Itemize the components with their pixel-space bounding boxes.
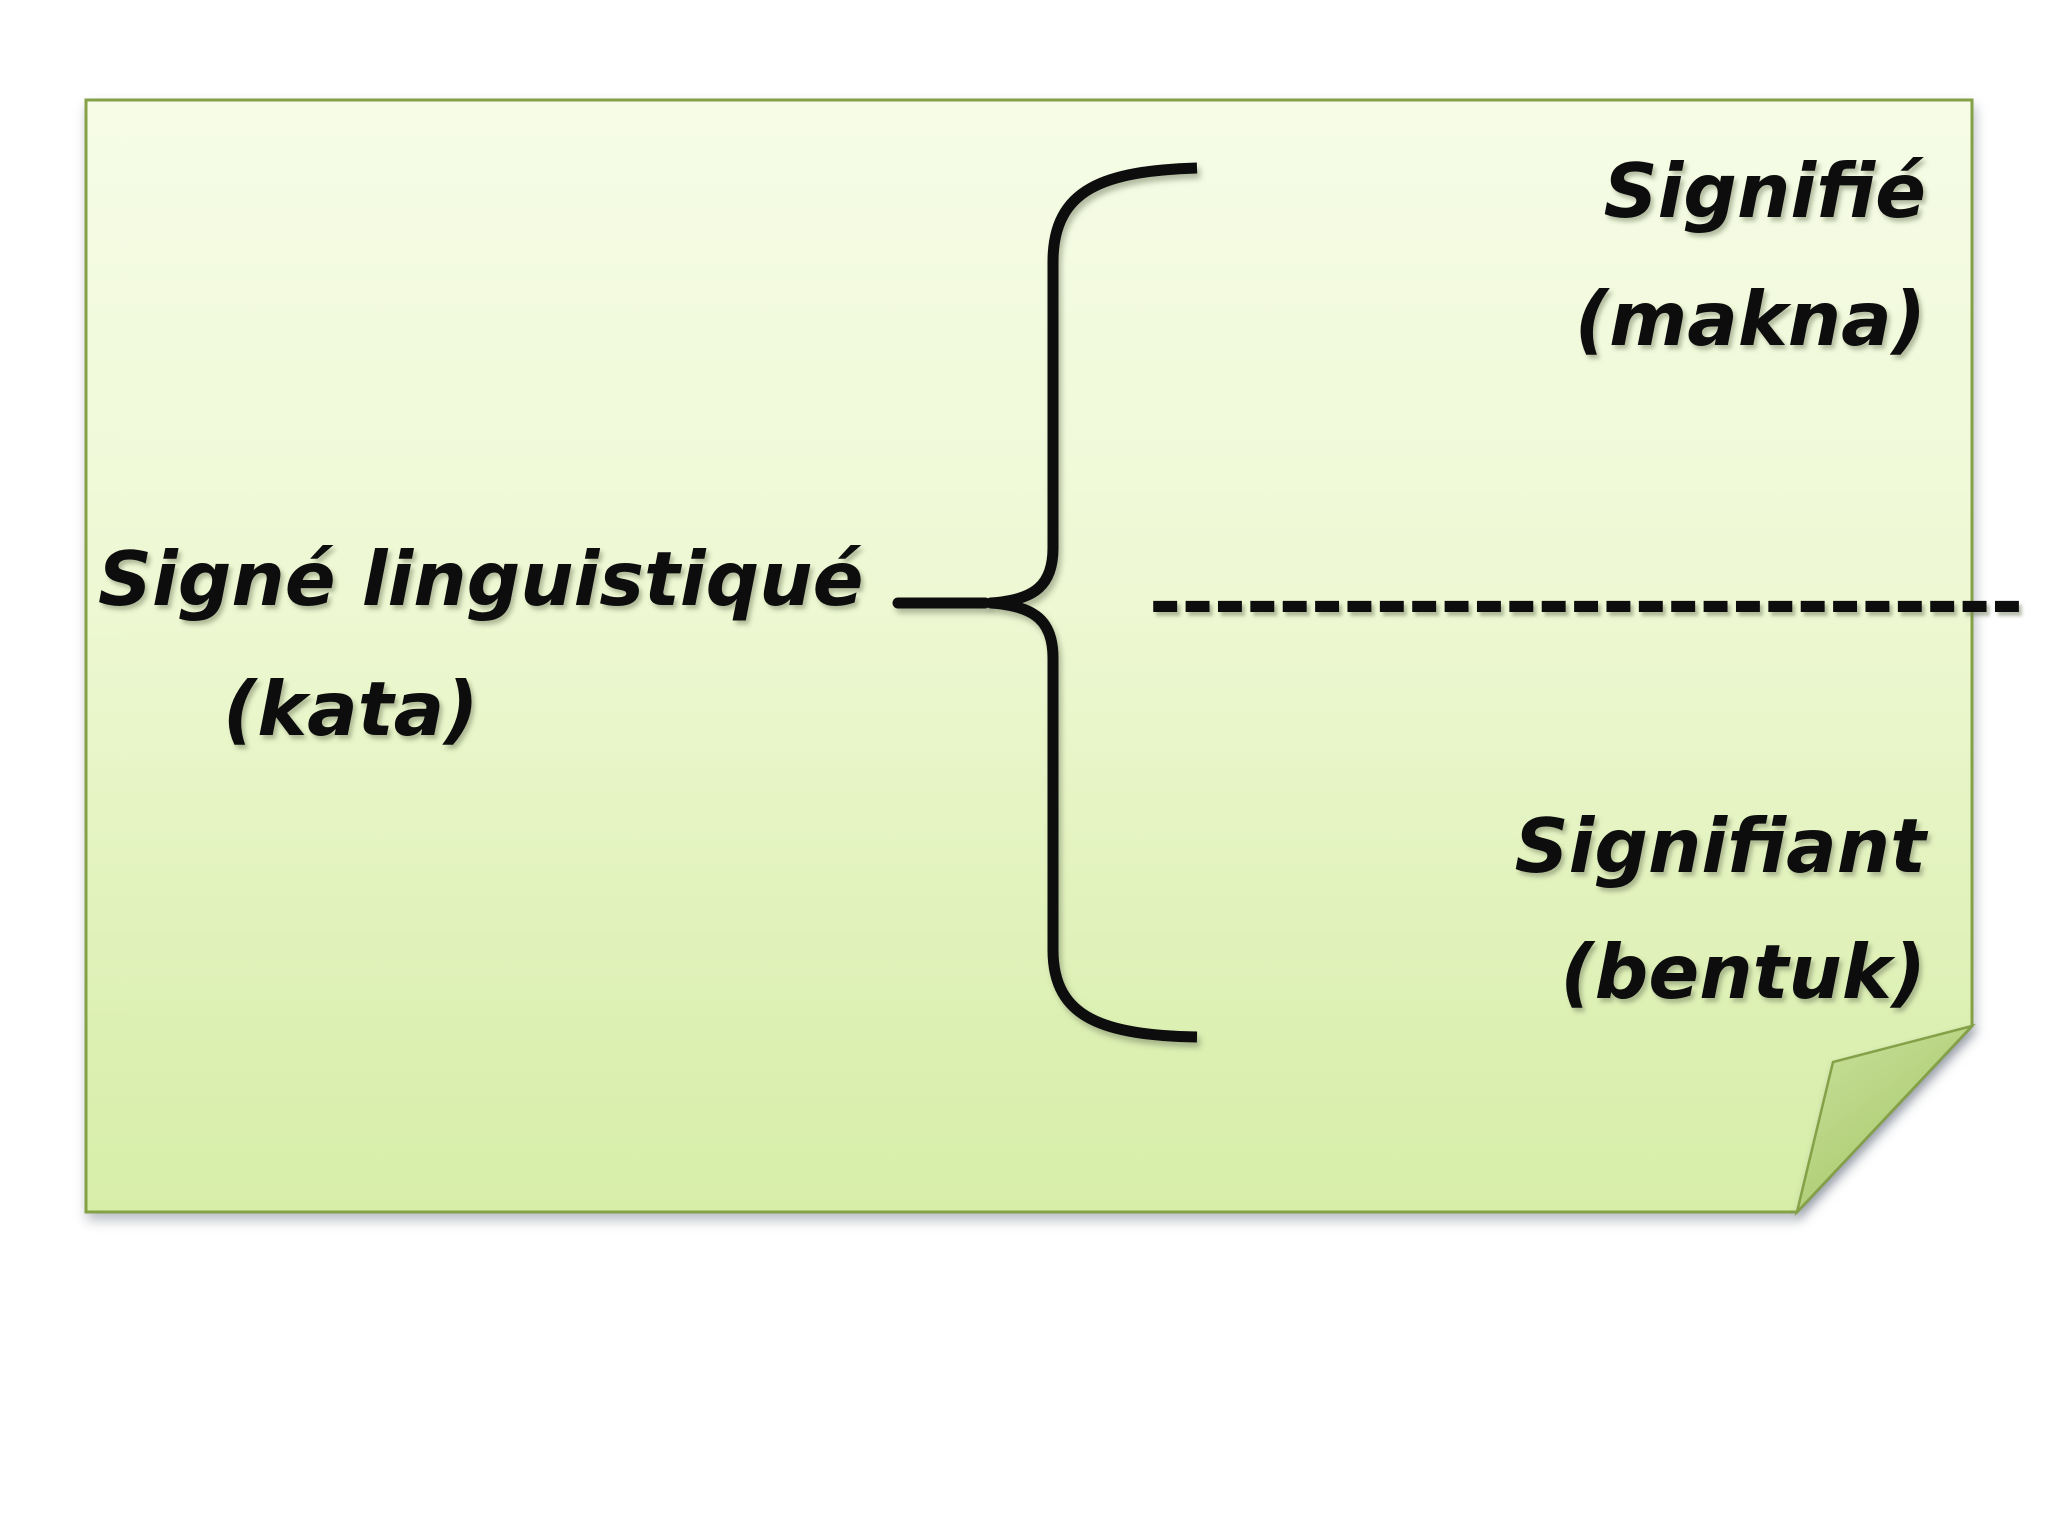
curly-brace <box>985 162 1198 1043</box>
signified-line2: (makna) <box>1574 275 1926 363</box>
sticky-note-shape <box>84 98 1974 1214</box>
left-term-line2: (kata) <box>223 665 479 753</box>
dashed-divider: --------------------------- <box>1149 558 2024 648</box>
signifier-line2: (bentuk) <box>1560 928 1926 1016</box>
folded-corner <box>1794 1023 1976 1217</box>
left-term-line1: Signé linguistiqué <box>98 535 864 623</box>
signifier-line1: Signifiant <box>1514 802 1926 890</box>
signified-line1: Signifié <box>1603 147 1926 235</box>
